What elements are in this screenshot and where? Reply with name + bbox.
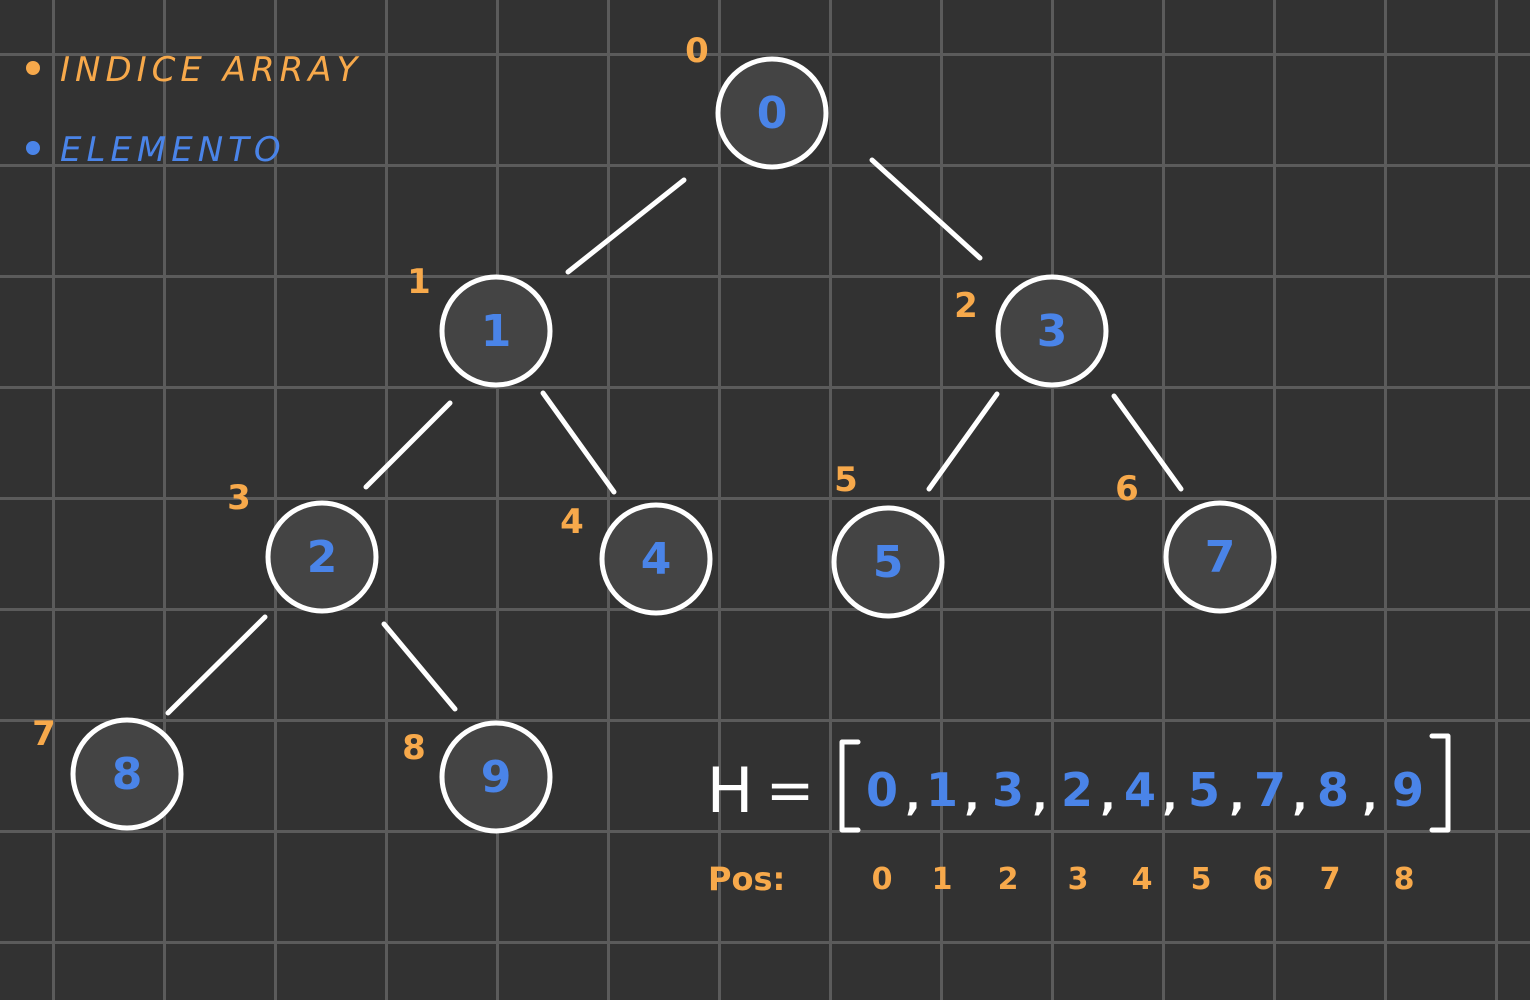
node-element-label: 5 <box>873 537 904 588</box>
tree-edge <box>363 400 453 490</box>
array-comma: , <box>1032 774 1047 820</box>
node-index-label: 6 <box>1115 469 1139 509</box>
tree-edge <box>565 177 687 275</box>
node-element-label: 3 <box>1037 306 1068 357</box>
tree-node: 32 <box>954 274 1109 388</box>
node-circle <box>1163 500 1277 614</box>
node-index-label: 4 <box>560 502 584 542</box>
node-element-label: 4 <box>641 534 672 585</box>
right-bracket <box>1429 733 1451 833</box>
array-comma: , <box>1100 774 1115 820</box>
array-value: 0 <box>866 763 898 817</box>
position-label: 4 <box>1132 862 1153 897</box>
legend-index-dot <box>26 60 40 75</box>
array-value: 5 <box>1188 763 1220 817</box>
tree-edges <box>165 157 1184 716</box>
node-circle <box>715 56 829 170</box>
node-element-label: 9 <box>481 752 512 803</box>
node-element-label: 2 <box>307 532 338 583</box>
array-comma: , <box>1362 774 1377 820</box>
array-value: 8 <box>1317 763 1349 817</box>
tree-edge <box>1111 393 1184 492</box>
tree-node: 11 <box>407 262 553 388</box>
array-comma: , <box>964 774 979 820</box>
tree-node: 00 <box>685 31 829 170</box>
position-label: 1 <box>932 862 953 897</box>
position-label: 5 <box>1191 862 1212 897</box>
node-circle <box>831 505 945 619</box>
tree-node: 76 <box>1115 469 1277 614</box>
tree-node: 87 <box>32 714 184 831</box>
array-value: 7 <box>1254 763 1286 817</box>
tree-edge <box>165 614 268 716</box>
tree-node: 23 <box>227 478 379 614</box>
position-label: 8 <box>1394 862 1415 897</box>
position-label: 3 <box>1068 862 1089 897</box>
tree-node: 44 <box>560 502 713 616</box>
node-index-label: 0 <box>685 31 709 71</box>
array-comma: , <box>1292 774 1307 820</box>
node-circle <box>265 500 379 614</box>
array-value: 2 <box>1061 763 1093 817</box>
node-circle <box>995 274 1109 388</box>
legend-index: INDICE ARRAY <box>26 50 362 90</box>
array-equals: = <box>766 756 815 824</box>
array-comma: , <box>1229 774 1244 820</box>
array-value: 4 <box>1124 763 1156 817</box>
positions-label: Pos: <box>708 860 785 898</box>
array-value: 3 <box>992 763 1024 817</box>
node-element-label: 7 <box>1205 532 1236 583</box>
node-index-label: 7 <box>32 714 56 754</box>
tree-node: 55 <box>831 460 945 619</box>
node-index-label: 8 <box>402 728 426 768</box>
array-value: 9 <box>1392 763 1424 817</box>
position-label: 2 <box>998 862 1019 897</box>
tree-node: 98 <box>402 720 553 834</box>
node-circle <box>439 274 553 388</box>
array-comma: , <box>1162 774 1177 820</box>
legend-element-dot <box>26 140 40 155</box>
legend-element-label: ELEMENTO <box>60 130 286 170</box>
node-index-label: 3 <box>227 478 251 518</box>
left-bracket <box>839 739 861 833</box>
legend-element: ELEMENTO <box>26 130 286 170</box>
node-circle <box>599 502 713 616</box>
tree-edge <box>381 621 458 712</box>
position-label: 0 <box>872 862 893 897</box>
tree-edge <box>926 391 1000 492</box>
array-name: H <box>707 754 754 827</box>
node-circle <box>70 717 184 831</box>
node-element-label: 8 <box>112 749 143 800</box>
node-element-label: 1 <box>481 306 512 357</box>
tree-edge <box>540 390 617 495</box>
array-comma: , <box>905 774 920 820</box>
position-label: 6 <box>1253 862 1274 897</box>
node-index-label: 2 <box>954 286 978 326</box>
node-element-label: 0 <box>757 88 788 139</box>
node-index-label: 1 <box>407 262 431 302</box>
array-value: 1 <box>926 763 958 817</box>
legend-index-label: INDICE ARRAY <box>60 50 363 90</box>
position-label: 7 <box>1320 862 1341 897</box>
node-index-label: 5 <box>834 460 858 500</box>
node-circle <box>439 720 553 834</box>
tree-edge <box>869 157 983 261</box>
